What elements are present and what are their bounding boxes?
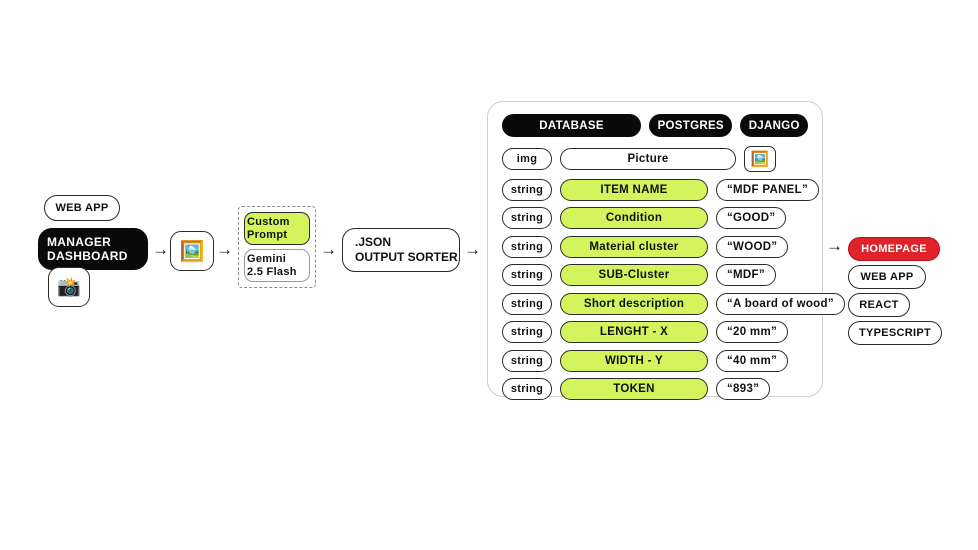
node-manager-dashboard[interactable]: MANAGER DASHBOARD <box>38 228 148 270</box>
arrow-icon-3: → <box>320 240 337 259</box>
arrow-icon-2: → <box>216 240 233 259</box>
field-value-pill[interactable]: “40 mm” <box>716 349 789 372</box>
field-value-pill[interactable]: “GOOD” <box>716 207 787 229</box>
field-value-pill[interactable]: “893” <box>716 378 771 400</box>
database-row: string Material cluster “WOOD” <box>502 235 808 258</box>
field-name-pill[interactable]: TOKEN <box>560 378 708 400</box>
field-value-pill[interactable]: “A board of wood” <box>716 292 845 315</box>
node-web-app-left[interactable]: WEB APP <box>44 195 120 221</box>
field-name-pill[interactable]: WIDTH - Y <box>560 349 708 372</box>
node-gemini-model[interactable]: Gemini 2.5 Flash <box>244 249 310 282</box>
field-type-pill[interactable]: string <box>502 207 552 229</box>
database-row: string SUB-Cluster “MDF” <box>502 264 808 286</box>
field-value-pill[interactable]: “MDF” <box>716 264 776 286</box>
field-type-pill[interactable]: string <box>502 349 552 372</box>
field-name-pill[interactable]: Condition <box>560 207 708 229</box>
field-name-pill[interactable]: Short description <box>560 292 708 315</box>
database-row: string WIDTH - Y “40 mm” <box>502 349 808 372</box>
field-name-pill[interactable]: Material cluster <box>560 235 708 258</box>
database-row: string ITEM NAME “MDF PANEL” <box>502 178 820 201</box>
field-name-pill[interactable]: ITEM NAME <box>560 178 708 201</box>
custom-prompt-line1: Custom <box>247 215 290 228</box>
node-custom-prompt[interactable]: Custom Prompt <box>244 212 310 245</box>
node-typescript[interactable]: TYPESCRIPT <box>848 321 942 345</box>
manager-dashboard-line1: MANAGER <box>47 235 112 249</box>
tag-database[interactable]: DATABASE <box>502 114 642 137</box>
database-row: string LENGHT - X “20 mm” <box>502 321 808 343</box>
framed-picture-icon[interactable]: 🖼️ <box>744 146 776 172</box>
field-type-pill[interactable]: string <box>502 235 552 258</box>
arrow-icon-5: → <box>826 236 843 255</box>
thumb-glyph: 🖼️ <box>750 151 770 168</box>
field-type-pill[interactable]: string <box>502 378 552 400</box>
camera-glyph: 📸 <box>57 277 81 298</box>
field-type-pill[interactable]: img <box>502 148 552 170</box>
database-tag-row: DATABASE POSTGRES DJANGO <box>502 114 808 137</box>
database-row: string Short description “A board of wood” <box>502 292 845 315</box>
arrow-icon-1: → <box>152 240 169 259</box>
tag-django[interactable]: DJANGO <box>740 114 808 137</box>
node-react[interactable]: REACT <box>848 293 910 317</box>
field-name-pill[interactable]: SUB-Cluster <box>560 264 708 286</box>
json-sorter-line2: OUTPUT SORTER <box>355 250 458 264</box>
database-row: img Picture 🖼️ <box>502 146 808 172</box>
field-value-pill[interactable]: “WOOD” <box>716 235 789 258</box>
field-type-pill[interactable]: string <box>502 292 552 315</box>
field-type-pill[interactable]: string <box>502 178 552 201</box>
field-type-pill[interactable]: string <box>502 321 552 343</box>
manager-dashboard-line2: DASHBOARD <box>47 249 128 263</box>
field-type-pill[interactable]: string <box>502 264 552 286</box>
custom-prompt-line2: Prompt <box>247 228 288 241</box>
database-card: DATABASE POSTGRES DJANGO img Picture 🖼️ str… <box>487 101 845 400</box>
node-web-app-right[interactable]: WEB APP <box>848 265 926 289</box>
node-homepage[interactable]: HOMEPAGE <box>848 237 940 261</box>
database-row: string TOKEN “893” <box>502 378 808 400</box>
field-name-pill[interactable]: Picture <box>560 148 736 170</box>
tag-postgres[interactable]: POSTGRES <box>649 114 733 137</box>
field-value-pill[interactable]: “20 mm” <box>716 321 789 343</box>
node-json-output-sorter[interactable]: .JSON OUTPUT SORTER <box>342 228 460 272</box>
arrow-icon-4: → <box>464 240 481 259</box>
image-glyph: 🖼️ <box>179 240 205 263</box>
database-row: string Condition “GOOD” <box>502 207 808 229</box>
gemini-model-line2: 2.5 Flash <box>247 265 297 278</box>
framed-picture-icon[interactable]: 🖼️ <box>170 231 214 271</box>
json-sorter-line1: .JSON <box>355 235 392 249</box>
camera-with-flash-icon[interactable]: 📸 <box>48 267 90 307</box>
field-value-pill[interactable]: “MDF PANEL” <box>716 178 820 201</box>
gemini-model-line1: Gemini <box>247 252 287 265</box>
model-group: Custom Prompt Gemini 2.5 Flash <box>238 206 316 288</box>
field-name-pill[interactable]: LENGHT - X <box>560 321 708 343</box>
